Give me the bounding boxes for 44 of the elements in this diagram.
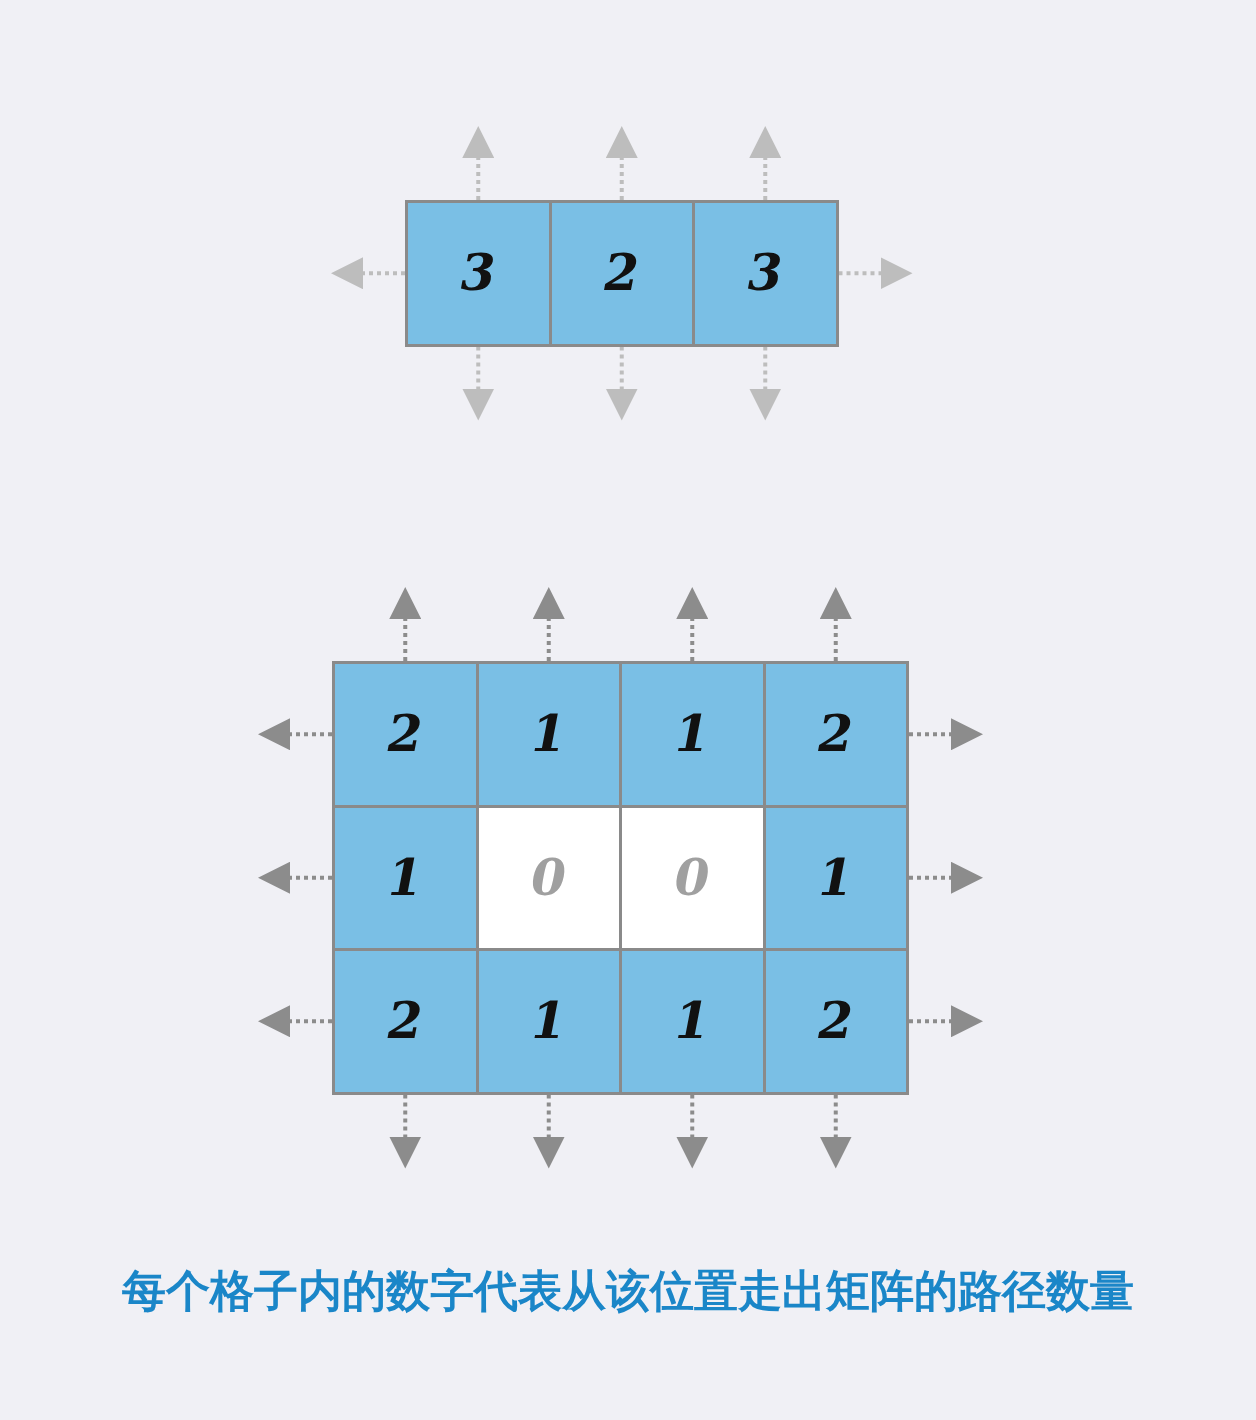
grid-cell — [619, 661, 766, 808]
dotted-arrow — [909, 861, 983, 894]
grid-cell — [692, 200, 839, 347]
dotted-arrow — [331, 257, 405, 290]
grid-cell — [332, 661, 479, 808]
dotted-arrow — [462, 346, 495, 421]
cell-number: 1 — [387, 852, 423, 903]
dotted-arrow — [838, 257, 913, 290]
dotted-arrow — [389, 1094, 422, 1169]
cell-number: 1 — [674, 996, 710, 1047]
cell-number: 2 — [387, 709, 423, 760]
dotted-arrow — [819, 587, 852, 661]
dotted-arrow — [749, 126, 782, 200]
dotted-arrow — [819, 1094, 852, 1169]
cell-number: 1 — [818, 852, 854, 903]
dotted-arrow — [258, 718, 332, 751]
cell-number: 1 — [531, 709, 567, 760]
cell-number: 2 — [387, 996, 423, 1047]
dotted-arrow — [258, 1005, 332, 1038]
grid-cell — [405, 200, 552, 347]
caption: 每个格子内的数字代表从该位置走出矩阵的路径数量 — [122, 1265, 1134, 1316]
dotted-arrow — [909, 1005, 983, 1038]
cell-number: 2 — [818, 709, 854, 760]
cell-number: 3 — [747, 248, 783, 299]
dotted-arrow — [532, 587, 565, 661]
cell-number: 2 — [604, 248, 640, 299]
dotted-arrow — [605, 126, 638, 200]
cell-number: 0 — [531, 852, 567, 903]
dotted-arrow — [389, 587, 422, 661]
dotted-arrow — [676, 587, 709, 661]
dotted-arrow — [676, 1094, 709, 1169]
cell-number: 0 — [674, 852, 710, 903]
dotted-arrow — [462, 126, 495, 200]
cell-number: 2 — [818, 996, 854, 1047]
cell-number: 3 — [460, 248, 496, 299]
dotted-arrow — [749, 346, 782, 421]
dotted-arrow — [909, 718, 983, 751]
dotted-arrow — [258, 861, 332, 894]
grid-cell — [619, 948, 766, 1095]
cell-number: 1 — [674, 709, 710, 760]
dotted-arrow — [532, 1094, 565, 1169]
grid-cell — [332, 948, 479, 1095]
dotted-arrow — [605, 346, 638, 421]
cell-number: 1 — [531, 996, 567, 1047]
